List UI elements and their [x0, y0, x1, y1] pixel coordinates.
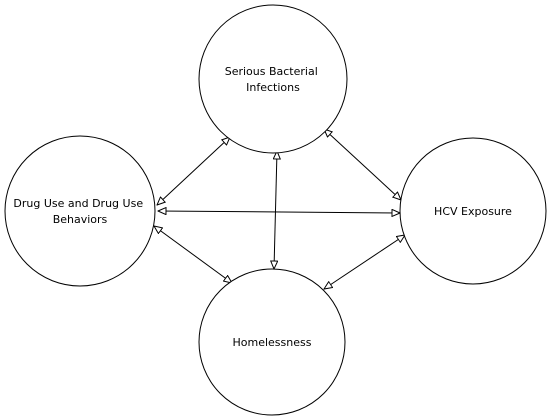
node-label: Serious Bacterial Infections: [225, 65, 322, 94]
nodes-layer: Serious Bacterial Infections Drug Use an…: [4, 4, 547, 416]
edge-drug-use-infections: [157, 137, 230, 205]
edge-infections-hcv: [324, 129, 401, 200]
node-label-line: Drug Use and Drug Use: [13, 197, 143, 210]
node-circle: [198, 4, 348, 154]
node-label-line: Infections: [246, 81, 300, 94]
node-circle: [4, 135, 156, 287]
node-hcv-exposure: HCV Exposure: [399, 137, 547, 285]
node-serious-bacterial-infections: Serious Bacterial Infections: [198, 4, 348, 154]
node-label: HCV Exposure: [434, 205, 512, 218]
node-label-line: Homelessness: [233, 336, 312, 349]
node-label-line: HCV Exposure: [434, 205, 512, 218]
node-label-line: Behaviors: [53, 213, 108, 226]
edge-drug-use-homelessness: [154, 226, 232, 283]
node-circle: [399, 137, 547, 285]
edge-drug-use-hcv: [158, 211, 400, 213]
node-label: Homelessness: [233, 336, 312, 349]
node-label: Drug Use and Drug Use Behaviors: [13, 197, 146, 226]
node-circle: [198, 268, 346, 416]
edges-layer: [154, 129, 405, 289]
node-drug-use-behaviors: Drug Use and Drug Use Behaviors: [4, 135, 156, 287]
node-homelessness: Homelessness: [198, 268, 346, 416]
node-label-line: Serious Bacterial: [225, 65, 318, 78]
edge-infections-homelessness: [274, 151, 277, 269]
edge-homelessness-hcv: [324, 235, 405, 289]
